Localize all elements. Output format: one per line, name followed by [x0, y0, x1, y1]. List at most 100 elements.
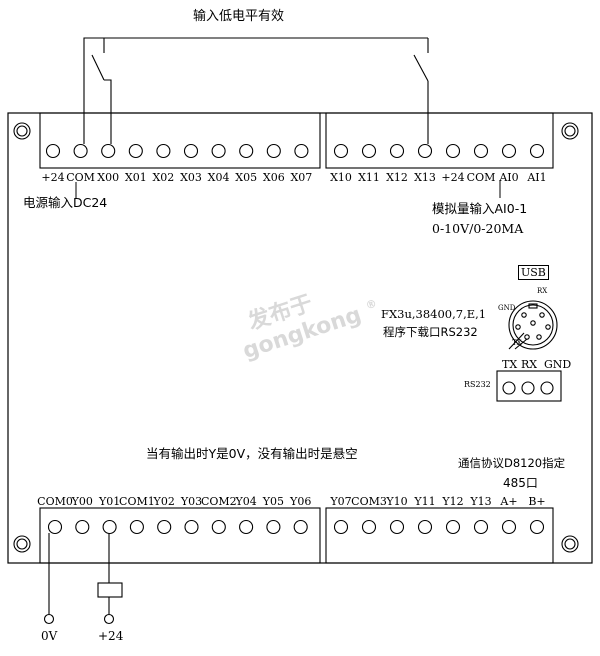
terminal-label-top-right-7: AI1	[527, 171, 547, 184]
terminal-screw-bottom-left-2	[102, 519, 117, 535]
usb-connector	[508, 300, 558, 350]
terminal-screw-bottom-right-0	[333, 519, 349, 535]
terminal-screw-bottom-left-8	[266, 519, 281, 535]
output-note: 当有输出时Y是0V，没有输出时是悬空	[146, 446, 358, 461]
terminal-screw-top-right-6	[501, 143, 517, 159]
terminal-label-top-right-2: X12	[386, 171, 408, 184]
program-port-label: 程序下载口RS232	[383, 325, 478, 339]
usb-pin-rx: RX	[537, 287, 548, 295]
terminal-screw-bottom-right-4	[445, 519, 461, 535]
terminal-block-top-left	[39, 112, 321, 169]
terminal-label-bottom-left-0: COM0	[37, 495, 73, 508]
terminal-screw-top-right-5	[473, 143, 489, 159]
terminal-block-top-right	[325, 112, 554, 169]
usb-params: FX3u,38400,7,E,1	[381, 307, 487, 321]
analog-range-label: 0-10V/0-20MA	[432, 221, 524, 236]
rs232-pin-rx: RX	[521, 358, 538, 371]
terminal-screw-top-right-7	[529, 143, 545, 159]
mounting-holes	[13, 122, 579, 553]
terminal-label-bottom-left-1: Y00	[71, 495, 93, 508]
mounting-hole-top-right	[561, 122, 579, 140]
terminal-label-top-right-5: COM	[466, 171, 496, 184]
terminal-label-top-left-6: X04	[207, 171, 230, 184]
power-input-label: 电源输入DC24	[23, 195, 108, 210]
rs232-label: RS232	[464, 380, 491, 389]
rs232-connector	[496, 370, 562, 402]
terminal-label-bottom-left-3: COM1	[119, 495, 155, 508]
plus24-label: +24	[98, 629, 124, 643]
terminal-screw-top-left-8	[266, 143, 281, 159]
output-wiring	[43, 533, 123, 625]
terminal-label-bottom-left-5: Y03	[180, 495, 203, 508]
terminal-label-top-right-4: +24	[441, 171, 465, 184]
usb-pin-tx: TX	[512, 339, 522, 347]
mounting-hole-bottom-left	[13, 535, 31, 553]
terminal-screw-bottom-right-6	[501, 519, 517, 535]
terminal-screw-top-right-1	[361, 143, 377, 159]
terminal-label-bottom-right-1: COM3	[351, 495, 387, 508]
terminal-label-bottom-right-2: Y10	[386, 495, 408, 508]
terminal-label-top-left-5: X03	[180, 171, 202, 184]
relay-coil	[97, 582, 123, 598]
terminal-screw-bottom-right-2	[389, 519, 405, 535]
terminal-label-bottom-right-7: B+	[528, 495, 546, 508]
terminal-screw-bottom-right-3	[417, 519, 433, 535]
terminal-label-top-left-4: X02	[152, 171, 175, 184]
terminal-screw-top-left-1	[73, 143, 88, 159]
terminal-screw-top-right-3	[417, 143, 433, 159]
terminal-screw-bottom-left-0	[47, 519, 63, 535]
terminal-screw-top-right-4	[445, 143, 461, 159]
rs232-pin-gnd: GND	[544, 358, 572, 371]
terminal-screw-bottom-left-3	[129, 519, 144, 535]
terminal-screw-top-left-7	[239, 143, 254, 159]
terminal-label-bottom-right-4: Y12	[442, 495, 464, 508]
terminal-screw-top-left-6	[211, 143, 226, 159]
terminal-label-top-right-6: AI0	[499, 171, 519, 184]
terminal-block-bottom-left	[39, 507, 321, 564]
terminal-label-bottom-left-2: Y01	[98, 495, 121, 508]
terminal-screw-top-left-5	[183, 143, 199, 159]
terminal-label-bottom-left-7: Y04	[235, 495, 257, 508]
terminal-label-top-left-9: X07	[290, 171, 313, 184]
rs232-pins	[502, 381, 554, 395]
input-switch-wiring	[83, 37, 429, 144]
terminal-screw-bottom-left-4	[157, 519, 172, 535]
diagram-title: 输入低电平有效	[193, 9, 285, 24]
mounting-hole-bottom-right	[561, 535, 579, 553]
rs232-pin-tx: TX	[502, 358, 518, 371]
terminal-label-top-left-7: X05	[235, 171, 258, 184]
terminal-label-bottom-right-5: Y13	[470, 495, 492, 508]
terminal-label-top-left-1: COM	[66, 171, 95, 184]
terminal-screw-top-right-2	[389, 143, 405, 159]
terminal-screw-bottom-left-5	[184, 519, 199, 535]
terminal-screw-top-left-9	[294, 143, 309, 159]
terminal-label-top-left-2: X00	[97, 171, 120, 184]
analog-input-label: 模拟量输入AI0-1	[432, 201, 528, 216]
terminal-screw-bottom-right-5	[473, 519, 489, 535]
rs485-label: 485口	[503, 476, 538, 490]
terminal-label-top-right-3: X13	[414, 171, 436, 184]
terminal-screw-top-left-0	[45, 143, 61, 159]
terminal-block-bottom-right	[325, 507, 554, 564]
terminal-label-bottom-right-3: Y11	[414, 495, 436, 508]
terminal-label-bottom-left-9: Y06	[290, 495, 312, 508]
terminal-screw-bottom-left-7	[239, 519, 254, 535]
terminal-screw-bottom-left-6	[211, 519, 226, 535]
usb-label: USB	[518, 265, 549, 280]
mounting-hole-top-left	[13, 122, 31, 140]
terminal-screw-bottom-left-9	[293, 519, 308, 535]
terminal-screw-bottom-right-1	[361, 519, 377, 535]
terminal-screw-top-left-2	[101, 143, 116, 159]
terminal-screw-bottom-left-1	[75, 519, 90, 535]
terminal-label-top-right-1: X11	[358, 171, 380, 184]
protocol-note: 通信协议D8120指定	[458, 456, 566, 470]
terminal-label-top-left-3: X01	[124, 171, 147, 184]
terminal-label-bottom-right-6: A+	[500, 495, 518, 508]
terminal-label-bottom-left-8: Y05	[262, 495, 285, 508]
terminal-label-top-right-0: X10	[330, 171, 352, 184]
terminal-screw-bottom-right-7	[529, 519, 545, 535]
terminal-screw-top-right-0	[333, 143, 349, 159]
terminal-label-bottom-left-4: Y02	[153, 495, 175, 508]
terminal-label-bottom-right-0: Y07	[330, 495, 352, 508]
